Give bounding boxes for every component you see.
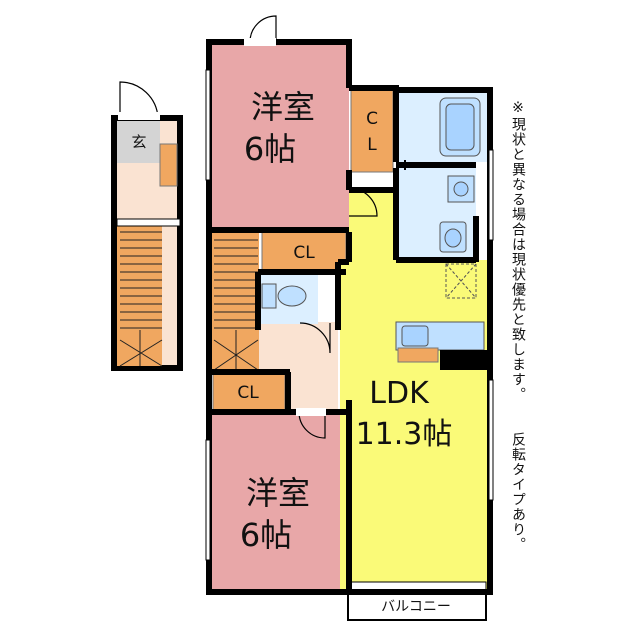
western-top-size: 6帖 (244, 130, 296, 168)
windows (205, 69, 494, 561)
note-line-1: ※現状と異なる場合は現状優先と致します。 (510, 100, 526, 402)
western-bottom-name: 洋室 (246, 474, 310, 512)
note-line-2: 反転タイプあり。 (510, 432, 526, 552)
closet-bottom-label: CL (237, 383, 259, 403)
entrance-door (119, 81, 159, 119)
toilet (261, 283, 277, 309)
entrance-label: 玄 (131, 133, 146, 151)
closet-middle (261, 229, 347, 273)
entrance-area (111, 81, 183, 371)
balcony-label: バルコニー (381, 599, 451, 615)
walls (206, 39, 493, 595)
western-room-top (209, 42, 349, 230)
doors (244, 15, 406, 439)
closet-top (350, 87, 394, 173)
entrance-floor (117, 121, 160, 163)
closet-top-label-c: C (366, 109, 378, 129)
stair-main (211, 232, 259, 372)
western-room-bottom (209, 412, 349, 592)
balcony (347, 591, 487, 621)
shoe-closet (159, 143, 178, 187)
western-top-name: 洋室 (251, 88, 315, 126)
western-bottom-size: 6帖 (240, 516, 292, 554)
closet-bottom (212, 371, 286, 413)
closet-middle-label: CL (293, 243, 315, 263)
ldk-name: LDK (369, 376, 430, 411)
fridge-space (445, 263, 477, 299)
closet-top-label-l: L (367, 135, 377, 155)
ldk-size: 11.3帖 (356, 417, 453, 452)
